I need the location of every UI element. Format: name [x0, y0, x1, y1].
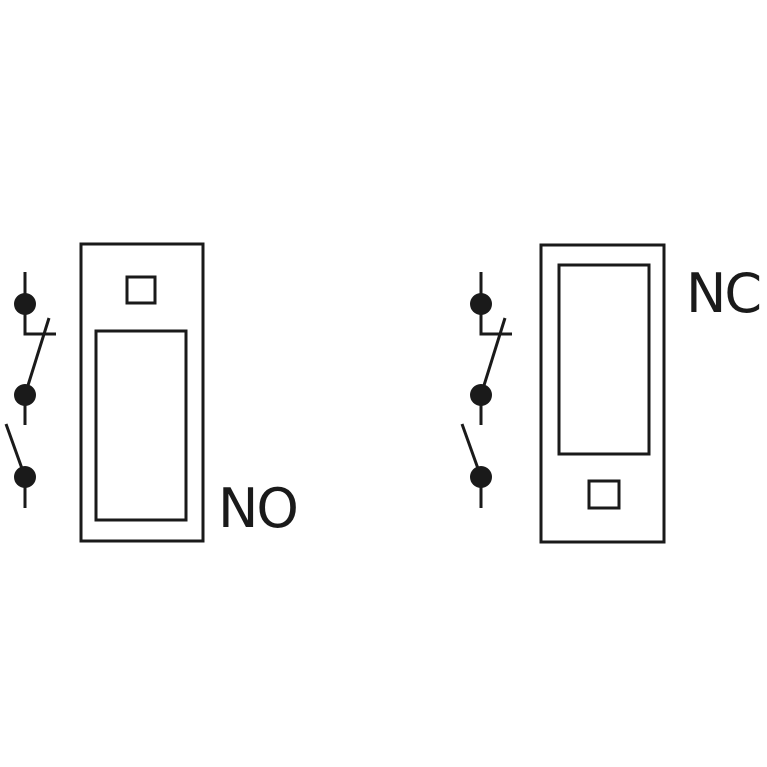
no-contact-symbol	[4, 272, 56, 508]
nc-module: NC	[460, 243, 762, 544]
nc-label: NC	[686, 262, 760, 325]
no-contact-upper-blade	[23, 317, 51, 396]
nc-contact-symbol	[460, 272, 512, 508]
nc-housing-outline	[539, 243, 666, 544]
no-contact-upper-stub	[23, 304, 56, 336]
no-module: NO	[4, 242, 299, 543]
no-housing-outline	[79, 242, 205, 543]
no-indicator-square	[125, 275, 157, 305]
nc-contact-upper-blade	[479, 317, 507, 396]
no-label: NO	[218, 477, 297, 540]
nc-actuator-window	[557, 263, 651, 456]
nc-indicator-square	[587, 479, 621, 510]
nc-contact-upper-stub	[479, 304, 512, 336]
no-actuator-window	[94, 329, 188, 522]
